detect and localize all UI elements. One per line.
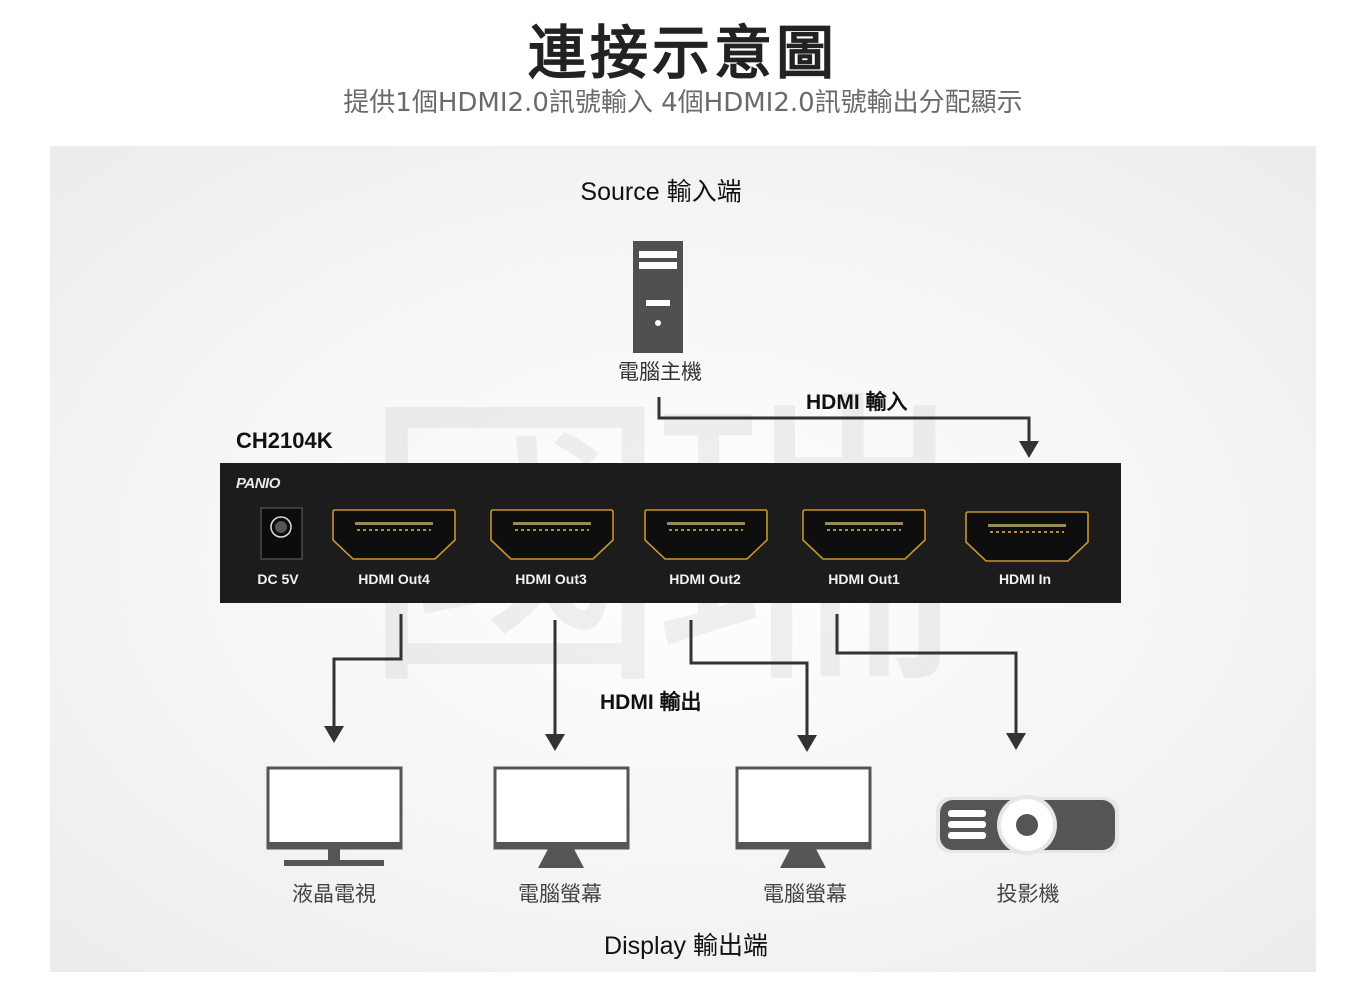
projector-icon [936,795,1119,855]
arrow-down-icon [1006,733,1026,750]
hdmi-port-out1 [802,509,926,560]
source-title: Source 輸入端 [580,178,742,206]
port-label-out3: HDMI Out3 [515,571,587,587]
monitor-icon [735,766,872,868]
dc-jack-icon [260,507,303,560]
monitor-icon [493,766,630,868]
port-label-out4: HDMI Out4 [358,571,430,587]
output-label-monitor-2: 電腦螢幕 [763,883,847,906]
hdmi-output-connectors [332,614,1018,737]
arrow-down-icon [545,734,565,751]
hdmi-input-label: HDMI 輸入 [806,391,908,414]
source-device-label: 電腦主機 [618,361,702,384]
hdmi-port-out3 [490,509,614,560]
port-label-out1: HDMI Out1 [828,571,900,587]
hdmi-input-connector [657,397,1031,443]
model-label: CH2104K [236,428,333,453]
arrow-down-icon [1019,441,1039,458]
port-label-in: HDMI In [998,571,1052,587]
arrow-down-icon [324,726,344,743]
port-label-dc: DC 5V [257,571,299,587]
arrow-down-icon [797,735,817,752]
output-label-tv: 液晶電視 [292,883,376,906]
desktop-pc-icon [633,241,683,353]
page-title: 連接示意圖 [527,19,838,87]
page-subtitle: 提供1個HDMI2.0訊號輸入 4個HDMI2.0訊號輸出分配顯示 [343,88,1023,118]
output-label-monitor-1: 電腦螢幕 [518,883,602,906]
display-title: Display 輸出端 [604,932,768,960]
port-label-out2: HDMI Out2 [669,571,741,587]
hdmi-port-out4 [332,509,456,560]
hdmi-port-in [965,511,1089,562]
output-label-projector: 投影機 [996,883,1060,906]
hdmi-output-label: HDMI 輸出 [600,691,702,714]
brand-logo: PANIO [236,475,280,492]
lcd-tv-icon [266,766,403,866]
hdmi-port-out2 [644,509,768,560]
